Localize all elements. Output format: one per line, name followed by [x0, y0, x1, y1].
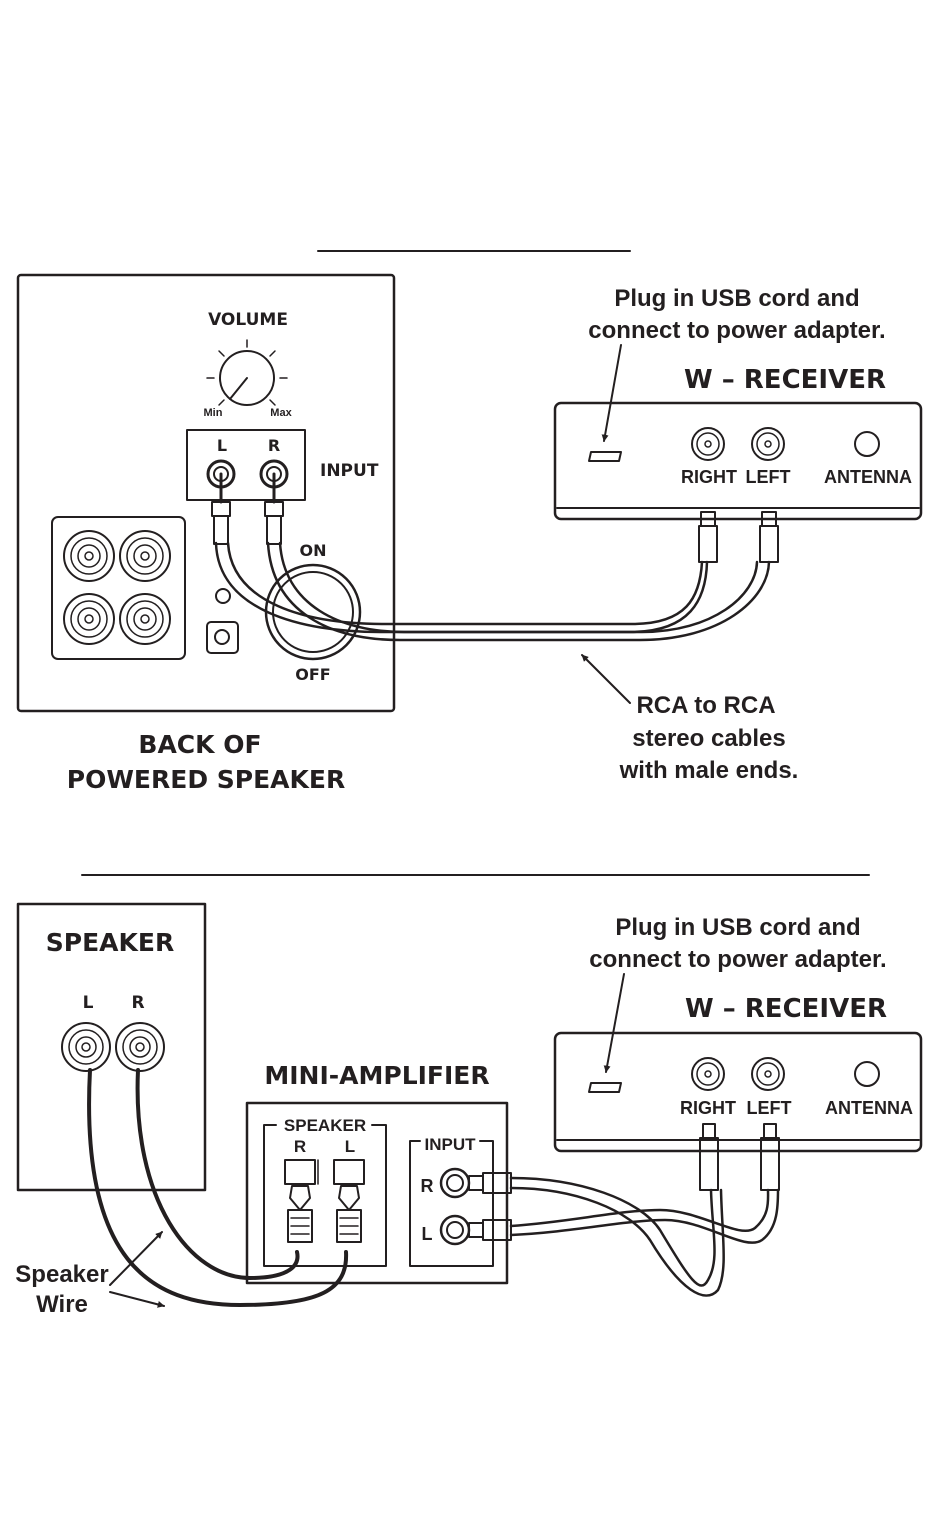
rca-jack-icon [439, 1214, 471, 1246]
speaker-wire [135, 1068, 300, 1280]
receiver-box-bottom [553, 1031, 923, 1153]
rca-plug-icon [759, 511, 779, 563]
speaker-wire-label-line1: Speaker [15, 1261, 108, 1288]
powered-speaker-panel [16, 273, 396, 713]
receiver-left-label-bottom: LEFT [747, 1098, 792, 1118]
passive-speaker-box [16, 902, 207, 1192]
rca-plug-icon [468, 1172, 512, 1194]
rca-plug-icon [699, 1123, 719, 1191]
usb-note-line1: Plug in USB cord and [614, 285, 859, 312]
speaker-title: SPEAKER [46, 928, 174, 957]
binding-post-icon [119, 593, 171, 645]
rca-jack-icon [691, 1057, 725, 1091]
speaker-wire-label-line2: Wire [36, 1291, 88, 1318]
arrow-icon [581, 654, 631, 704]
rca-plug-icon [468, 1219, 512, 1241]
spring-terminal-icon [333, 1159, 365, 1243]
cable-note-line1: RCA to RCA [636, 692, 775, 719]
arrow-icon [603, 973, 625, 1073]
usb-note-line1-bottom: Plug in USB cord and [615, 914, 860, 941]
volume-max-label: Max [270, 407, 292, 419]
rca-jack-icon [439, 1167, 471, 1199]
rca-jack-icon [751, 427, 785, 461]
spring-terminal-icon [284, 1159, 316, 1243]
usb-note-line2: connect to power adapter. [588, 317, 885, 344]
switch-on-label: ON [300, 541, 327, 560]
amp-speaker-r-label: R [294, 1137, 306, 1156]
arrow-icon [109, 1291, 165, 1308]
amplifier-title: MINI-AMPLIFIER [264, 1061, 489, 1090]
speaker-caption-line1: BACK OF [138, 730, 261, 759]
power-jack-icon [206, 621, 239, 654]
speaker-wire [87, 1068, 349, 1307]
usb-note-line2-bottom: connect to power adapter. [589, 946, 886, 973]
receiver-right-label: RIGHT [681, 467, 737, 487]
rca-cable [214, 541, 771, 642]
input-label: INPUT [320, 461, 379, 481]
volume-min-label: Min [204, 407, 223, 419]
binding-post-icon [115, 1022, 165, 1072]
receiver-title-bottom: W – RECEIVER [685, 994, 887, 1024]
antenna-jack-icon [854, 1061, 880, 1087]
input-jack-box [186, 429, 306, 501]
rca-plug-icon [264, 472, 284, 545]
receiver-right-label-bottom: RIGHT [680, 1098, 736, 1118]
power-switch-icon[interactable] [264, 563, 362, 661]
input-r-label: R [268, 436, 280, 455]
amp-speaker-label: SPEAKER [284, 1116, 366, 1135]
rca-plug-icon [698, 511, 718, 563]
binding-post-icon [63, 530, 115, 582]
amp-input-label: INPUT [425, 1135, 477, 1154]
amp-input-l-label: L [422, 1224, 433, 1244]
rca-jack-icon [691, 427, 725, 461]
binding-post-icon [119, 530, 171, 582]
volume-knob-icon [206, 339, 288, 406]
cable-note-line2: stereo cables [632, 725, 785, 752]
input-l-label: L [217, 436, 227, 455]
power-led-icon [215, 588, 231, 604]
rca-plug-icon [760, 1123, 780, 1191]
rca-jack-icon [751, 1057, 785, 1091]
speaker-caption-line2: POWERED SPEAKER [67, 765, 345, 794]
volume-label: VOLUME [208, 310, 288, 330]
receiver-title: W – RECEIVER [684, 365, 886, 395]
rca-plug-icon [211, 472, 231, 545]
speaker-l-label: L [83, 993, 94, 1013]
amp-input-r-label: R [421, 1176, 434, 1196]
amp-speaker-l-label: L [345, 1137, 355, 1156]
receiver-antenna-label-bottom: ANTENNA [825, 1098, 913, 1118]
antenna-jack-icon [854, 431, 880, 457]
speaker-r-label: R [131, 993, 144, 1013]
speaker-output-panel [51, 516, 186, 660]
binding-post-icon [63, 593, 115, 645]
receiver-antenna-label: ANTENNA [824, 467, 912, 487]
cable-note-line3: with male ends. [619, 757, 799, 784]
arrow-icon [601, 344, 622, 442]
receiver-box [553, 401, 923, 521]
usb-port-icon [588, 451, 622, 462]
receiver-left-label: LEFT [746, 467, 791, 487]
switch-off-label: OFF [295, 665, 330, 684]
arrow-icon [109, 1231, 163, 1286]
usb-port-icon [588, 1082, 622, 1093]
binding-post-icon [61, 1022, 111, 1072]
rca-cable [509, 1176, 780, 1297]
